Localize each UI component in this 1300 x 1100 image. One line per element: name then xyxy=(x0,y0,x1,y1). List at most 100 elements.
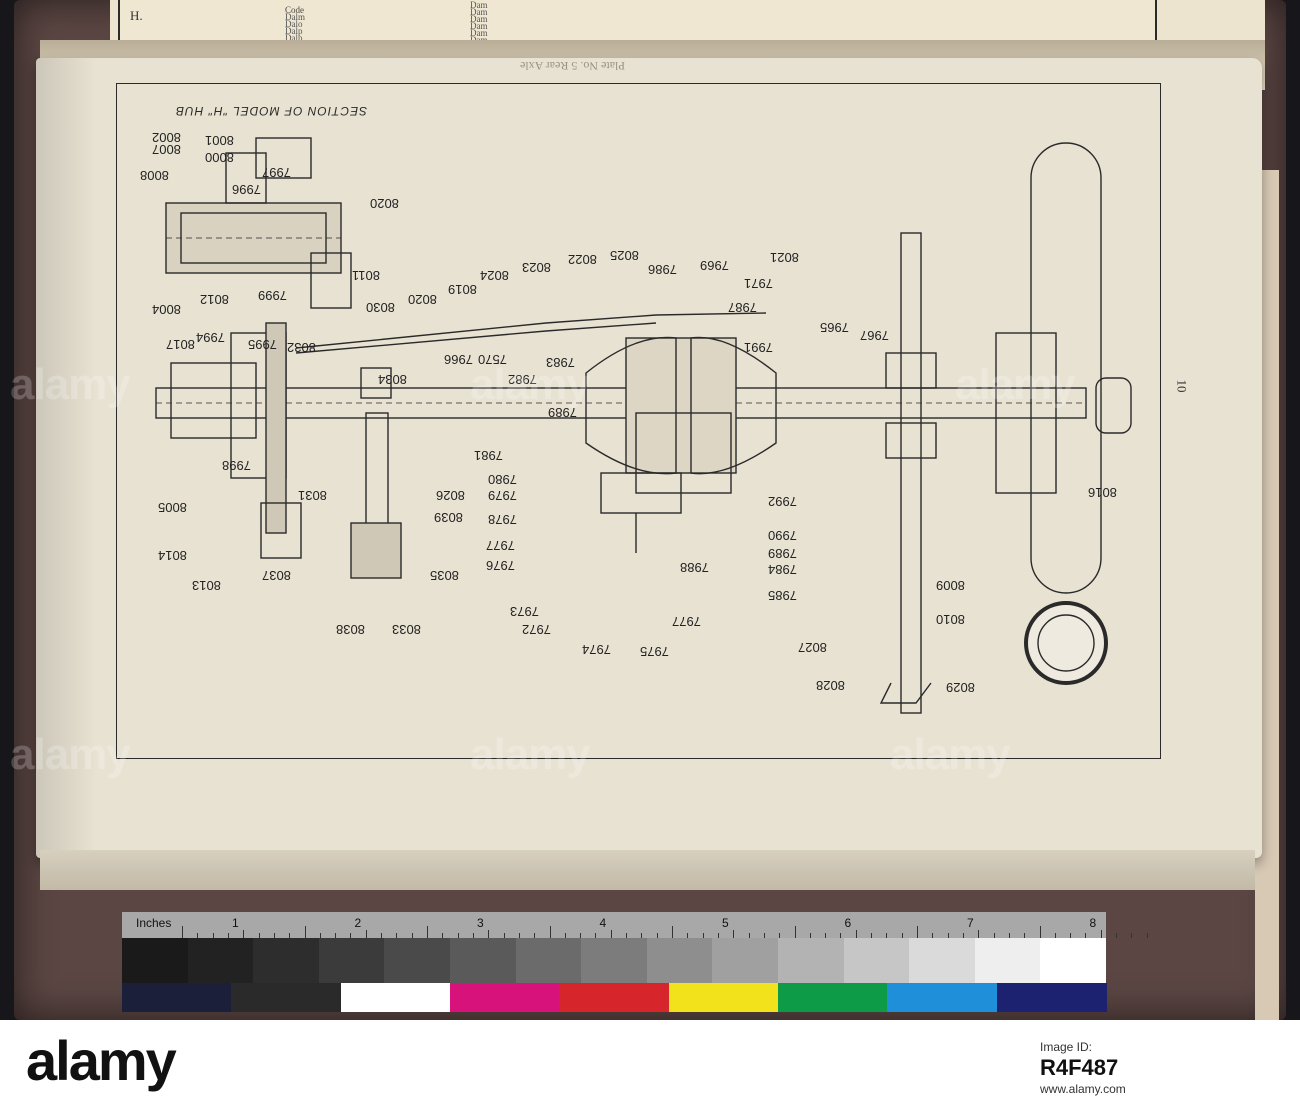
watermark: alamy xyxy=(955,360,1076,409)
ruler-tick xyxy=(335,933,337,938)
ruler-tick xyxy=(289,933,291,938)
ruler-unit-label: Inches xyxy=(136,916,172,930)
part-number-label: 7979 xyxy=(488,488,517,503)
watermark: alamy xyxy=(470,360,591,409)
part-number-label: 7994 xyxy=(196,330,225,345)
part-number-label: 7974 xyxy=(582,642,611,657)
gray-patch xyxy=(515,938,582,983)
ruler-tick xyxy=(825,933,827,938)
ruler-tick xyxy=(258,933,260,938)
ruler-tick xyxy=(656,933,658,938)
watermark: alamy xyxy=(470,730,591,779)
part-number-label: 7972 xyxy=(522,622,551,637)
ruler-number: 2 xyxy=(354,916,362,930)
part-number-label: 8010 xyxy=(936,612,965,627)
ruler-tick xyxy=(319,933,321,938)
part-number-label: 7996 xyxy=(232,182,261,197)
ruler-tick xyxy=(457,933,459,938)
part-number-label: 7990 xyxy=(768,528,797,543)
image-id-label: Image ID: xyxy=(1040,1040,1093,1054)
upper-page-letter: H. xyxy=(130,8,143,23)
part-number-label: 7984 xyxy=(768,562,797,577)
ruler-tick xyxy=(549,926,551,938)
ruler-number: 8 xyxy=(1089,916,1097,930)
upper-page-word: Dalp xyxy=(285,26,303,36)
ruler-number: 6 xyxy=(844,916,852,930)
part-number-label: 7995 xyxy=(248,337,277,352)
ruler-tick xyxy=(626,933,628,938)
ruler-tick xyxy=(427,926,428,938)
frame-clamp-upper xyxy=(885,352,937,389)
ruler-number: 4 xyxy=(599,916,607,930)
part-number-label: 8005 xyxy=(158,500,187,515)
gray-patch xyxy=(581,938,648,983)
gray-patch xyxy=(450,938,516,983)
brand-bar xyxy=(0,1020,1300,1100)
website-url[interactable]: www.alamy.com xyxy=(1040,1082,1126,1096)
ruler-tick xyxy=(381,933,383,938)
ruler-tick xyxy=(243,930,245,938)
part-number-label: 7971 xyxy=(744,276,773,291)
brake-arm xyxy=(260,502,302,559)
ruler-tick xyxy=(472,933,474,938)
upper-page-word: Dalm xyxy=(285,12,305,22)
part-number-label: 8037 xyxy=(262,568,291,583)
ruler-tick xyxy=(901,933,903,938)
ruler-tick xyxy=(365,930,367,938)
lower-gear-case xyxy=(600,472,682,514)
upper-page-word: Dam xyxy=(470,21,488,31)
differential-bell-left xyxy=(585,336,677,475)
ruler-tick xyxy=(503,933,505,938)
part-number-label: 8009 xyxy=(936,578,965,593)
ruler-tick xyxy=(488,930,490,938)
ruler-tick xyxy=(518,933,520,938)
part-number-label: 8029 xyxy=(946,680,975,695)
color-patch xyxy=(450,983,560,1012)
ruler-tick xyxy=(350,933,352,938)
ruler-number: 5 xyxy=(722,916,729,930)
alamy-logo[interactable]: alamy xyxy=(26,1029,177,1092)
section-title: SECTION OF MODEL "H" HUB xyxy=(175,104,368,118)
upper-cap xyxy=(310,252,352,309)
ruler-tick xyxy=(580,933,582,938)
center-bracket-bearing xyxy=(350,522,402,579)
part-number-label: 8020 xyxy=(370,196,399,211)
part-number-label: 7988 xyxy=(680,560,709,575)
wheel-rim xyxy=(1030,142,1102,594)
part-number-label: 7965 xyxy=(820,320,849,335)
page-number: 10 xyxy=(1174,379,1190,393)
part-number-label: 8014 xyxy=(158,548,187,563)
ruler-tick xyxy=(809,933,811,938)
part-number-label: 8007 xyxy=(152,142,181,157)
part-number-label: 8031 xyxy=(298,488,327,503)
part-number-label: 7967 xyxy=(860,328,889,343)
ruler-tick xyxy=(1100,930,1102,938)
ruler-tick xyxy=(779,933,781,938)
part-number-label: 7991 xyxy=(744,340,773,355)
gray-patch xyxy=(778,938,844,983)
part-number-label: 8019 xyxy=(448,282,477,297)
part-number-label: 8011 xyxy=(352,268,380,283)
differential-bell-right xyxy=(690,336,777,475)
part-number-label: 8001 xyxy=(205,133,234,148)
part-number-label: 7977 xyxy=(672,614,701,629)
gray-patch xyxy=(122,938,188,983)
ruler-tick xyxy=(978,930,980,938)
color-patch xyxy=(996,983,1107,1012)
part-number-label: 7998 xyxy=(222,458,251,473)
upper-page-word: Dam xyxy=(470,14,488,24)
ruler-tick xyxy=(1054,933,1056,938)
frame-clamp-lower xyxy=(885,422,937,459)
ruler-number: 1 xyxy=(232,916,239,930)
center-bracket-top xyxy=(360,367,392,399)
part-number-label: 8008 xyxy=(140,168,169,183)
hub-nut xyxy=(1095,377,1132,434)
ruler-tick xyxy=(396,933,398,938)
gray-patch xyxy=(646,938,713,983)
part-number-label: 8027 xyxy=(798,640,827,655)
upper-page-word: Dalo xyxy=(285,19,303,29)
color-patch xyxy=(231,983,342,1012)
part-number-label: 7978 xyxy=(488,512,517,527)
